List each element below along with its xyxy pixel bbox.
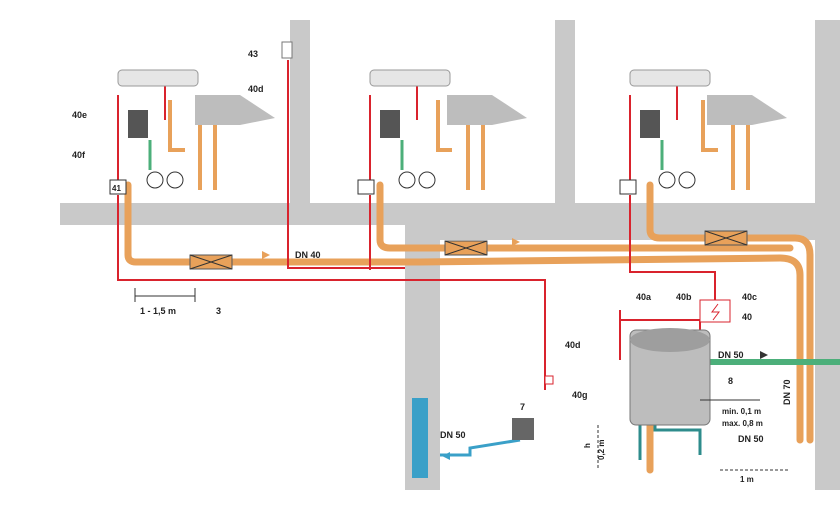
label-h-range: 0,2 m (597, 440, 606, 460)
lightning-icon (711, 303, 720, 321)
blue-outlet (440, 438, 521, 457)
unit1-sink (117, 69, 199, 87)
unit1-box-41 (109, 179, 127, 195)
control-box-40 (699, 299, 731, 323)
arrow-dn50 (760, 351, 768, 359)
exchanger-3-cross (189, 254, 233, 270)
label-40d-top: 40d (248, 84, 264, 94)
floor-slab (60, 203, 840, 225)
blue-riser (412, 398, 428, 478)
label-41: 41 (112, 184, 121, 193)
label-40c: 40c (742, 292, 757, 302)
wall-1 (290, 20, 310, 225)
label-7: 7 (520, 402, 525, 412)
label-1m: 1 m (740, 475, 754, 484)
unit3-orange-inner (701, 100, 718, 152)
exchanger-4-cross (704, 230, 748, 246)
unit3-box (619, 179, 637, 195)
label-dn40: DN 40 (295, 250, 321, 260)
labels: 43 40d 40e 40f 41 DN 40 1 - 1,5 m 3 40a … (72, 49, 792, 484)
unit2-pump (380, 110, 400, 138)
lifting-station (281, 41, 731, 440)
label-h: h (583, 443, 592, 448)
sensor-40g (544, 375, 554, 385)
label-8: 8 (728, 376, 733, 386)
station-top (630, 328, 710, 352)
dim-1-ticks (134, 288, 196, 302)
arrow-1 (262, 251, 270, 259)
unit1-gauge-1 (146, 171, 164, 189)
label-40b: 40b (676, 292, 692, 302)
arrow-2 (512, 238, 520, 246)
unit3-pump (640, 110, 660, 138)
sensor-43 (281, 41, 293, 59)
red-line-40d-top (287, 60, 405, 269)
label-3: 3 (216, 306, 221, 316)
drain-pipe (124, 181, 814, 474)
unit-2 (357, 69, 527, 195)
unit-1 (109, 69, 275, 195)
unit3-gauge-1 (658, 171, 676, 189)
label-dn50-bottom: DN 50 (738, 434, 764, 444)
dimension-lines (134, 288, 790, 471)
unit1-orange-inner (168, 100, 185, 152)
label-40: 40 (742, 312, 752, 322)
unit2-gauge-1 (398, 171, 416, 189)
label-min: min. 0,1 m (722, 407, 761, 416)
drain-branch-2 (376, 181, 794, 252)
flow-arrows (262, 238, 768, 460)
unit3-sink (629, 69, 711, 87)
label-40f: 40f (72, 150, 86, 160)
arrow-outlet (442, 452, 450, 460)
unit3-basin (707, 95, 787, 125)
green-unit-stubs (148, 140, 664, 170)
label-dn50-left: DN 50 (440, 430, 466, 440)
label-40d-mid: 40d (565, 340, 581, 350)
label-40a: 40a (636, 292, 652, 302)
main-drain (124, 181, 804, 444)
unit2-basin (447, 95, 527, 125)
label-dn50-top: DN 50 (718, 350, 744, 360)
unit1-pump (128, 110, 148, 138)
pump-7 (512, 418, 534, 440)
unit2-box (357, 179, 375, 195)
unit3-gauge-2 (678, 171, 696, 189)
label-dn70: DN 70 (782, 379, 792, 405)
unit2-orange-inner (436, 100, 452, 152)
other-pipes (148, 140, 840, 478)
red-pipes (117, 60, 716, 390)
exchanger-2-cross (444, 240, 488, 256)
label-40g: 40g (572, 390, 588, 400)
heat-exchangers (189, 230, 748, 270)
label-40e: 40e (72, 110, 87, 120)
unit-3 (619, 69, 787, 195)
wall-right (815, 20, 840, 490)
unit2-sink (369, 69, 451, 87)
red-line-unit3 (629, 195, 716, 305)
red-line-main (117, 195, 546, 390)
label-max: max. 0,8 m (722, 419, 763, 428)
label-distance: 1 - 1,5 m (140, 306, 176, 316)
unit2-gauge-2 (418, 171, 436, 189)
label-43: 43 (248, 49, 258, 59)
wall-2 (555, 20, 575, 225)
unit1-basin (195, 95, 275, 125)
unit1-gauge-2 (166, 171, 184, 189)
